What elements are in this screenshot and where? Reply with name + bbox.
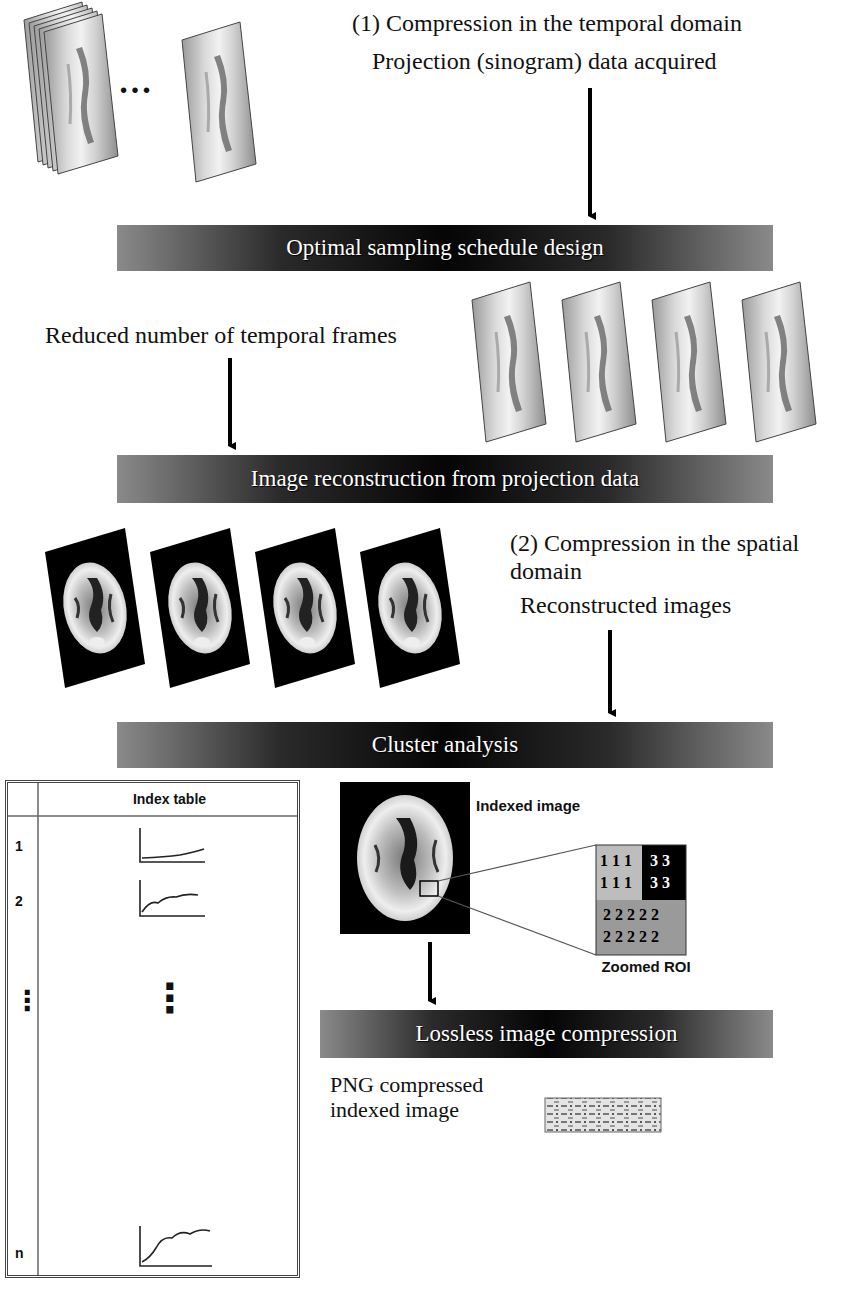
cluster-index: 1 1 1: [600, 874, 632, 892]
band-label: Optimal sampling schedule design: [286, 235, 603, 261]
band-label: Image reconstruction from projection dat…: [251, 466, 639, 492]
step-note: Reconstructed images: [520, 592, 731, 620]
index-table: Index table: [5, 780, 300, 1278]
row-number: n: [15, 1245, 24, 1261]
process-band: Image reconstruction from projection dat…: [117, 455, 773, 503]
frame-ellipsis: …: [118, 62, 152, 101]
row-ellipsis: ⋮: [150, 975, 190, 1021]
cluster-index: 2 2 2 2 2: [603, 906, 659, 924]
step-note: Reduced number of temporal frames: [45, 322, 397, 350]
step-heading: (1) Compression in the temporal domain: [352, 10, 742, 38]
row-ellipsis: ⋮: [13, 985, 41, 1017]
cluster-index: 2 2 2 2 2: [603, 928, 659, 946]
image-caption: Zoomed ROI: [601, 958, 691, 975]
process-band: Cluster analysis: [117, 722, 773, 768]
band-label: Cluster analysis: [372, 732, 518, 758]
table-heading: Index table: [42, 791, 297, 807]
process-band: Optimal sampling schedule design: [117, 225, 773, 271]
cluster-index: 3 3: [650, 852, 670, 870]
row-number: 2: [15, 893, 23, 909]
band-label: Lossless image compression: [416, 1021, 678, 1047]
image-caption: Indexed image: [476, 797, 580, 814]
row-number: 1: [15, 838, 23, 854]
process-band: Lossless image compression: [320, 1010, 773, 1058]
step-heading: (2) Compression in the spatial domain: [510, 530, 800, 585]
output-caption: PNG compressed indexed image: [330, 1072, 525, 1123]
cluster-index: 3 3: [650, 874, 670, 892]
cluster-index: 1 1 1: [600, 852, 632, 870]
step-note: Projection (sinogram) data acquired: [372, 48, 717, 76]
